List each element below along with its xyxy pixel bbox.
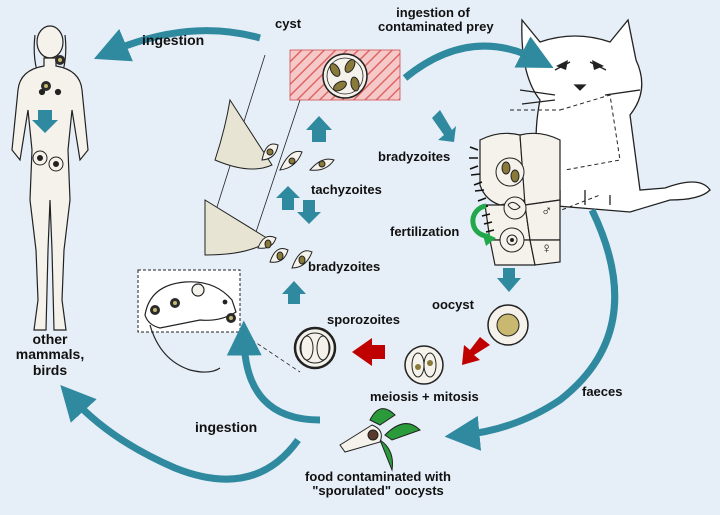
label-tachyzoites: tachyzoites [311,182,382,197]
label-hosts-line1: other [32,331,68,347]
fertilization-arrowhead [482,232,496,246]
cysts-in-human-belly [32,150,64,172]
label-ingestion-prey-line2: contaminated prey [378,19,494,35]
arrow-tachy-up [276,186,300,210]
arrow-ingestion-bottom [60,385,301,483]
arrow-ingestion-top [93,27,261,62]
cat-ear-eye-left [556,60,568,70]
label-other-hosts: other mammals, birds [10,331,90,378]
label-faeces: faeces [582,384,623,399]
arrow-ingestion-mouse [226,320,321,424]
cyst-in-human-head [55,55,65,65]
label-ingestion-bottom: ingestion [195,419,258,435]
label-ingestion-top: ingestion [142,32,205,48]
red-arrow-meiosis-to-sporozoites [352,338,385,366]
arrow-cyst-to-cat-cells [432,110,456,142]
label-ingestion-prey-line1: ingestion of [396,5,470,20]
unsporulated-oocyst-icon [487,304,529,346]
microgamete [503,196,527,220]
arrow-tachy-to-cyst [306,116,332,142]
label-bradyzoites-cat: bradyzoites [378,149,451,164]
arrow-faeces [444,208,619,451]
male-symbol: ♂ [541,203,553,220]
contaminated-vegetable-icon [339,408,421,472]
host-cell-upper [214,98,273,170]
arrow-ingestion-prey [402,36,554,81]
human-figure-icon [11,25,89,331]
label-fertilization: fertilization [390,224,460,239]
label-meiosis-mitosis: meiosis + mitosis [370,389,479,404]
female-symbol: ♀ [541,240,553,257]
cysts-in-mouse [150,298,236,323]
label-bradyzoites-mouse: bradyzoites [308,259,381,274]
cat-ear-eye-right [592,60,604,70]
label-food-contaminated: food contaminated with "sporulated" oocy… [278,469,478,499]
label-hosts-line3: birds [32,361,68,378]
bradyzoite-cyst-in-cell [495,157,525,187]
arrow-tachy-down [297,200,321,224]
arrow-epithelium-to-oocyst [497,268,521,292]
label-food-line2: "sporulated" oocysts [312,483,444,499]
cyst-in-human-chest [41,81,51,91]
macrogamete [499,227,525,253]
mouse-icon [144,281,237,373]
sporulated-oocyst-icon [293,326,337,370]
arrow-sporozoites-to-brady [282,281,306,304]
tachyzoites-icon [261,143,335,171]
red-arrow-oocyst-to-meiosis [462,337,490,365]
dividing-oocyst-icon [404,345,444,385]
bradyzoites-mouse-icon [257,235,313,269]
label-hosts-line2: mammals, [15,346,85,363]
zoom-line-mouse [239,331,301,373]
arrow-head-to-belly [32,110,58,133]
label-oocyst: oocyst [432,297,474,312]
teal-arrows [60,27,619,483]
label-sporozoites: sporozoites [327,312,400,327]
label-food-line1: food contaminated with [305,469,451,484]
label-cyst: cyst [275,16,302,31]
label-ingestion-prey: ingestion of contaminated prey [378,5,494,35]
tissue-cyst-icon [322,53,368,99]
